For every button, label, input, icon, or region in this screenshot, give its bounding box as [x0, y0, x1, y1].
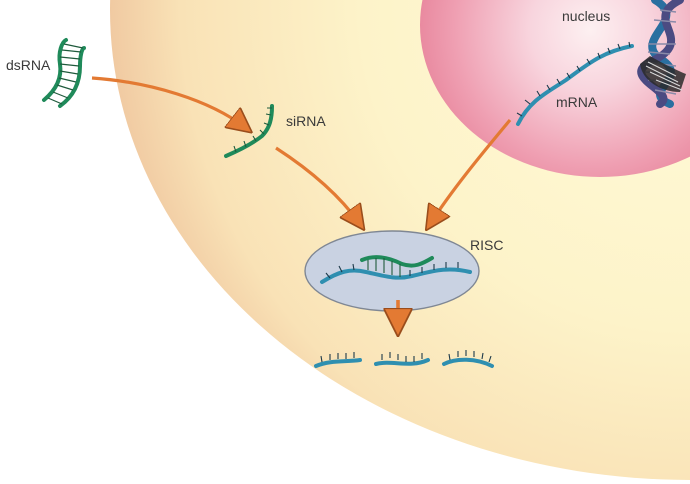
mrna-fragment	[374, 352, 430, 366]
dsrna-label: dsRNA	[6, 57, 51, 73]
mrna-strand	[516, 41, 634, 126]
sirna-label: siRNA	[286, 113, 326, 129]
nucleus-label: nucleus	[562, 8, 611, 24]
arrow-mrna-to-risc	[430, 118, 512, 224]
arrow-sirna-to-risc	[275, 146, 360, 224]
sirna-molecule	[224, 104, 274, 158]
mrna-label: mRNA	[556, 94, 598, 110]
mrna-fragment	[314, 352, 362, 368]
risc-complex	[304, 230, 480, 312]
risc-label: RISC	[470, 237, 504, 253]
mrna-fragment	[442, 350, 494, 368]
arrow-dsrna-to-sirna	[91, 76, 246, 128]
dna-double-helix-icon	[637, 0, 686, 108]
dsrna-molecule	[42, 38, 86, 108]
